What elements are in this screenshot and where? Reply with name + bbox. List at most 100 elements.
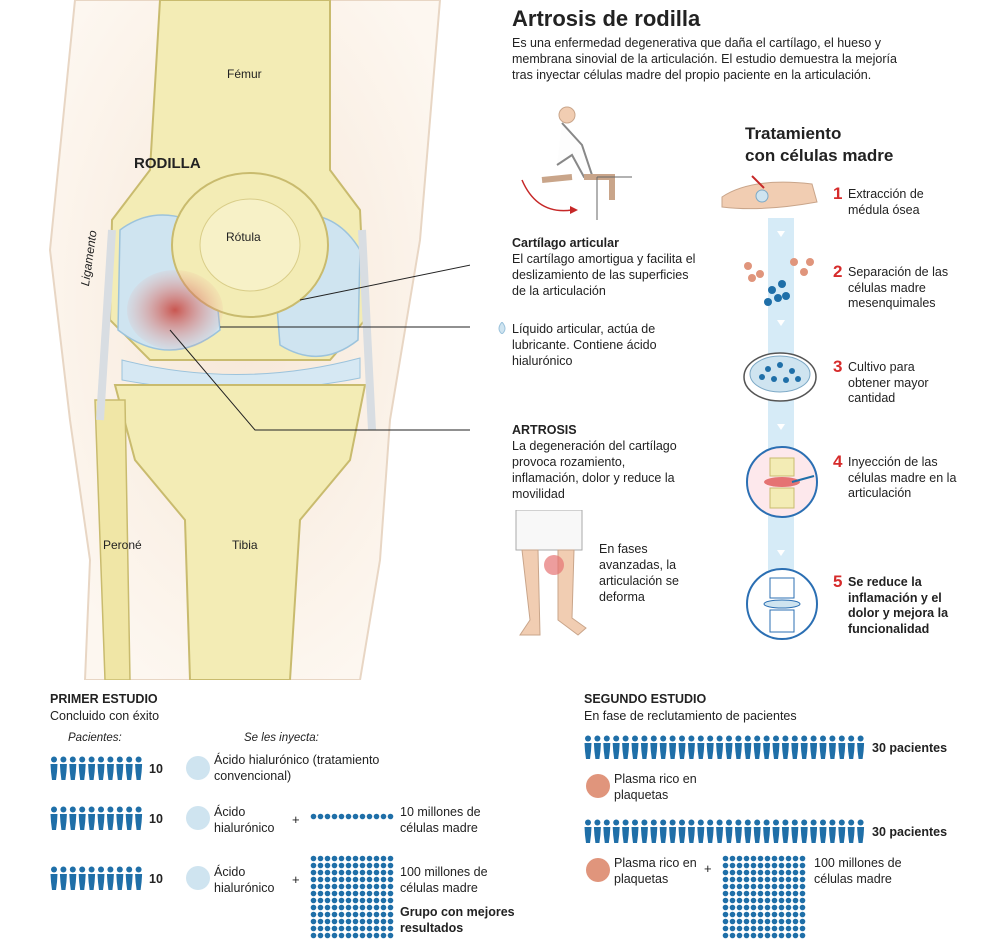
stem-cell-dot xyxy=(792,876,799,883)
person-icon xyxy=(659,735,667,759)
person-icon xyxy=(78,806,86,830)
person-icon xyxy=(800,735,808,759)
stem-cell-dot xyxy=(366,911,373,918)
stem-cell-dot xyxy=(380,890,387,897)
stem-cell-dot xyxy=(324,918,331,925)
stem-cell-dot xyxy=(750,890,757,897)
stem-cell-dot xyxy=(338,883,345,890)
person-icon xyxy=(706,819,714,843)
study1-row2-cells: 10 millones de células madre xyxy=(400,805,481,835)
stem-cell-dot xyxy=(317,925,324,932)
stem-cell-dot xyxy=(359,862,366,869)
study1-row2-count: 10 xyxy=(149,812,163,826)
stem-cell-dot xyxy=(317,876,324,883)
study1-row1-count: 10 xyxy=(149,762,163,776)
stem-cell-dot xyxy=(317,862,324,869)
stem-cell-dot xyxy=(729,890,736,897)
stem-cell-dot xyxy=(387,862,394,869)
person-icon xyxy=(678,819,686,843)
person-icon xyxy=(125,756,133,780)
stem-cell-dot xyxy=(778,876,785,883)
stem-cell-dot xyxy=(729,855,736,862)
person-icon xyxy=(50,756,58,780)
stem-cell-dot xyxy=(345,883,352,890)
stem-cell-dot xyxy=(310,890,317,897)
knee-illustration: Fémur RODILLA Rótula Ligamento Peroné Ti… xyxy=(0,0,508,681)
person-icon xyxy=(78,866,86,890)
stem-cell-dot xyxy=(338,897,345,904)
person-icon xyxy=(584,735,592,759)
stem-cell-dot xyxy=(757,855,764,862)
stem-cell-dot xyxy=(785,890,792,897)
label-femur: Fémur xyxy=(227,67,262,81)
stretching-man-illustration xyxy=(521,106,632,220)
person-icon xyxy=(781,735,789,759)
stem-cell-dot xyxy=(799,876,806,883)
stem-cell-dot xyxy=(743,925,750,932)
stem-cell-dot xyxy=(310,862,317,869)
stem-cell-dot xyxy=(792,911,799,918)
stem-cell-dot xyxy=(750,869,757,876)
stem-cell-dot xyxy=(722,862,729,869)
stem-cell-dot xyxy=(310,883,317,890)
stem-cell-dot xyxy=(743,876,750,883)
stem-cell-dot xyxy=(792,890,799,897)
stem-cell-dot xyxy=(380,869,387,876)
person-icon xyxy=(603,735,611,759)
stem-cell-dot xyxy=(722,883,729,890)
stem-cell-dot xyxy=(373,890,380,897)
person-icon xyxy=(97,756,105,780)
person-icon xyxy=(706,735,714,759)
stem-cell-dot xyxy=(736,897,743,904)
stem-cell-dot xyxy=(743,883,750,890)
person-icon xyxy=(763,735,771,759)
stem-cell-dot xyxy=(792,869,799,876)
stem-cell-dot xyxy=(792,918,799,925)
stem-cell-dot xyxy=(331,876,338,883)
petri-dish-icon xyxy=(743,352,817,402)
step-text-1: Extracción de médula ósea xyxy=(848,187,924,217)
patients-group-30-row-2 xyxy=(584,819,865,843)
stem-cell-dot xyxy=(345,876,352,883)
treatment-title-line2: con células madre xyxy=(745,146,894,165)
plus-sign: + xyxy=(292,872,300,887)
stem-cell-dot xyxy=(317,918,324,925)
stem-cell-dot xyxy=(750,918,757,925)
stem-cell-dot xyxy=(359,904,366,911)
stem-cell-dot xyxy=(331,904,338,911)
person-icon xyxy=(669,819,677,843)
person-icon xyxy=(50,866,58,890)
stem-cell-dot xyxy=(757,904,764,911)
person-icon xyxy=(744,735,752,759)
stem-cell-dot xyxy=(359,883,366,890)
stem-cell-dot xyxy=(359,869,366,876)
person-icon xyxy=(106,866,114,890)
stem-cell-dot xyxy=(722,918,729,925)
annotation-cartilago: Cartílago articular El cartílago amortig… xyxy=(512,235,702,299)
person-icon xyxy=(828,819,836,843)
person-icon xyxy=(584,819,592,843)
stem-cell-dot xyxy=(792,862,799,869)
stem-cell-dot xyxy=(310,932,317,939)
healthy-joint-icon xyxy=(746,568,818,640)
person-icon xyxy=(97,806,105,830)
stem-cell-dot xyxy=(778,918,785,925)
person-icon xyxy=(116,806,124,830)
stem-cell-dot xyxy=(345,890,352,897)
person-icon xyxy=(622,819,630,843)
stem-cell-dot xyxy=(729,911,736,918)
stem-cell-dot xyxy=(750,883,757,890)
stem-cell-dot xyxy=(785,904,792,911)
stem-cell-dot xyxy=(387,890,394,897)
stem-cell-dot xyxy=(743,904,750,911)
stem-cell-dot xyxy=(366,925,373,932)
stem-cell-dot xyxy=(324,869,331,876)
stem-cell-dot xyxy=(338,855,345,862)
stem-cell-dot xyxy=(338,876,345,883)
person-icon xyxy=(650,735,658,759)
stem-cell-dot xyxy=(736,904,743,911)
person-icon xyxy=(800,819,808,843)
person-icon xyxy=(69,866,77,890)
stem-cell-dot xyxy=(324,855,331,862)
stem-cell-dot xyxy=(387,918,394,925)
